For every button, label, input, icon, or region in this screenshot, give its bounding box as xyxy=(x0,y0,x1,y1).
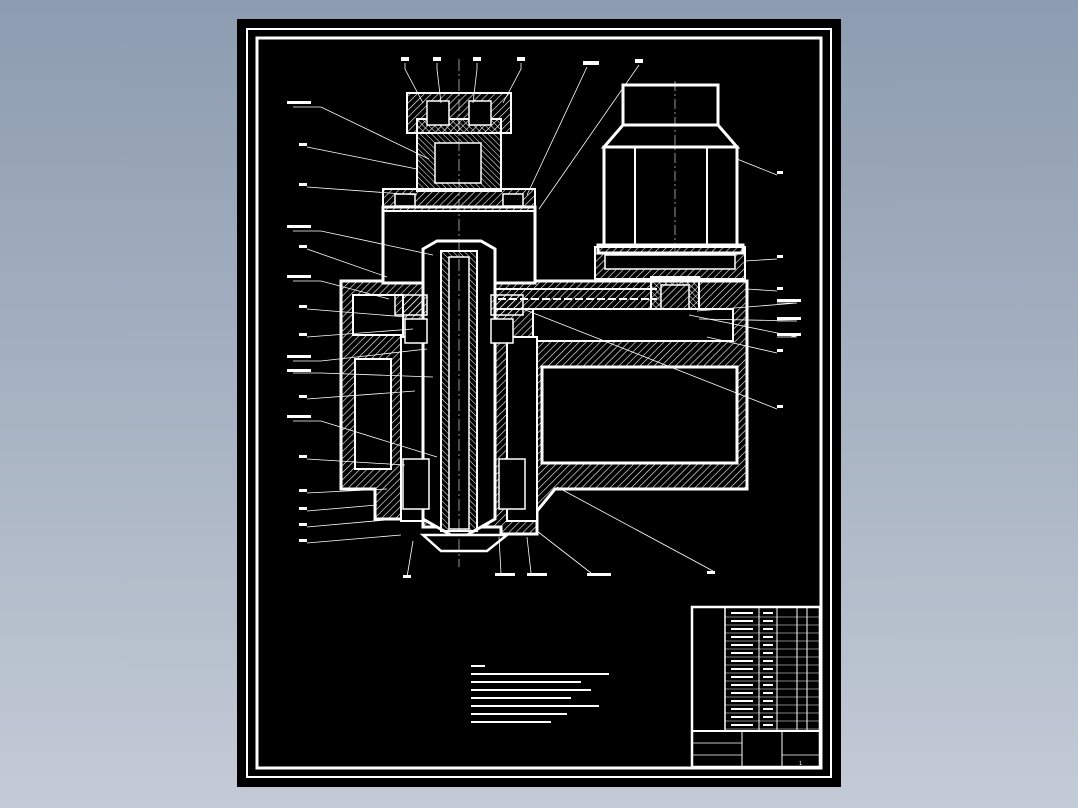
title-block-cell-text xyxy=(731,628,753,630)
title-block-cell-text xyxy=(731,636,753,638)
gearbox-housing xyxy=(339,279,749,536)
inner-frame xyxy=(255,36,823,770)
title-block-cell-text xyxy=(731,724,753,726)
title-block-cell-text xyxy=(731,620,753,622)
title-block-cell-text xyxy=(731,668,753,670)
title-block-cell-text xyxy=(731,708,753,710)
title-block-cell-text xyxy=(763,716,773,718)
title-block-cell-text xyxy=(763,620,773,622)
title-block-cell-text xyxy=(731,684,753,686)
title-block-cell-text xyxy=(763,644,773,646)
title-block-cell-text xyxy=(763,692,773,694)
title-block-cell-text xyxy=(763,676,773,678)
title-block-cells xyxy=(731,612,773,726)
sheet-number: 1 xyxy=(799,761,802,767)
drawing-sheet: 1 xyxy=(237,19,841,787)
cad-drawing: 1 xyxy=(246,28,832,778)
title-block-cell-text xyxy=(763,700,773,702)
title-block-cell-text xyxy=(763,652,773,654)
title-block-cell-text xyxy=(763,724,773,726)
title-block-cell-text xyxy=(731,700,753,702)
title-block xyxy=(690,605,822,769)
title-block-cell-text xyxy=(763,660,773,662)
title-block-cell-text xyxy=(731,612,753,614)
title-block-cell-text xyxy=(763,684,773,686)
title-block-cell-text xyxy=(763,612,773,614)
title-block-cell-text xyxy=(763,668,773,670)
motor xyxy=(596,83,745,255)
title-block-cell-text xyxy=(763,628,773,630)
balloon-marks xyxy=(287,57,801,578)
title-block-cell-text xyxy=(731,716,753,718)
title-block-cell-text xyxy=(731,676,753,678)
title-block-cell-text xyxy=(731,652,753,654)
title-block-cell-text xyxy=(763,708,773,710)
outer-frame xyxy=(246,28,832,778)
title-block-cell-text xyxy=(731,660,753,662)
title-block-cell-text xyxy=(731,692,753,694)
technical-notes xyxy=(471,665,609,723)
title-block-cell-text xyxy=(763,636,773,638)
title-block-cell-text xyxy=(731,644,753,646)
leader-lines xyxy=(293,63,798,578)
title-block-grid xyxy=(725,616,820,730)
